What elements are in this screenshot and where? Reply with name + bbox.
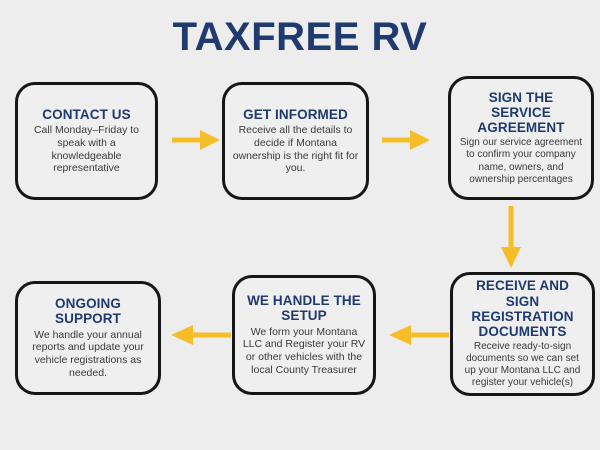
arrow-right-icon-contact-to-informed <box>172 127 220 153</box>
step-body: Receive all the details to decide if Mon… <box>232 123 359 175</box>
step-box-ongoing-support[interactable]: ONGOING SUPPORT We handle your annual re… <box>15 281 161 395</box>
step-box-sign-agreement[interactable]: SIGN THE SERVICE AGREEMENT Sign our serv… <box>448 76 594 200</box>
arrow-left-icon-setup-to-support <box>171 322 231 348</box>
step-title: RECEIVE AND SIGN REGISTRATION DOCUMENTS <box>471 278 574 339</box>
arrow-right-icon-informed-to-agreement <box>382 127 430 153</box>
step-body: Receive ready-to-sign documents so we ca… <box>464 340 581 389</box>
step-box-we-handle-setup[interactable]: WE HANDLE THE SETUP We form your Montana… <box>232 275 376 395</box>
step-title: WE HANDLE THE SETUP <box>247 293 361 324</box>
step-title: ONGOING SUPPORT <box>55 296 121 327</box>
arrow-left-icon-receive-to-setup <box>389 322 449 348</box>
step-body: We handle your annual reports and update… <box>32 328 144 379</box>
step-body: We form your Montana LLC and Register yo… <box>242 325 366 376</box>
step-box-get-informed[interactable]: GET INFORMED Receive all the details to … <box>222 82 369 200</box>
step-box-receive-sign[interactable]: RECEIVE AND SIGN REGISTRATION DOCUMENTS … <box>450 272 595 396</box>
step-body: Call Monday–Friday to speak with a knowl… <box>33 123 140 175</box>
step-box-contact-us[interactable]: CONTACT US Call Monday–Friday to speak w… <box>15 82 158 200</box>
step-title: CONTACT US <box>42 106 131 122</box>
step-body: Sign our service agreement to confirm yo… <box>459 137 583 185</box>
step-title: GET INFORMED <box>243 106 348 122</box>
step-title: SIGN THE SERVICE AGREEMENT <box>477 89 565 136</box>
arrow-down-icon-agreement-to-receive <box>498 206 524 268</box>
page-title: TAXFREE RV <box>172 15 428 59</box>
